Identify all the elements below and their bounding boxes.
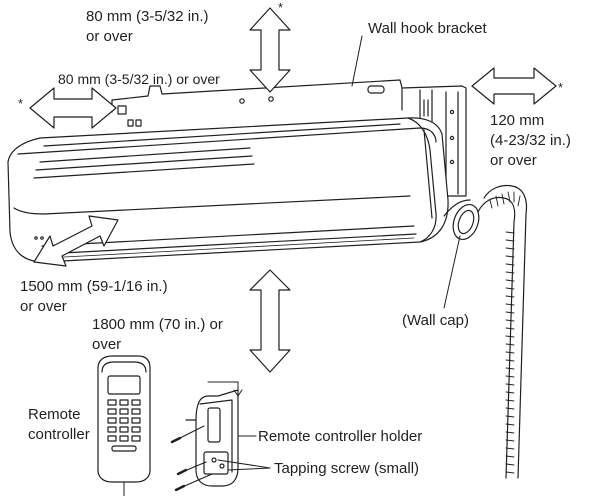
bottom-clearance-label-line1: 1800 mm (70 in.) or [92, 316, 223, 333]
asterisk-left: * [18, 96, 24, 111]
wall-cap-label: (Wall cap) [402, 312, 469, 329]
left-clearance-arrow [29, 87, 117, 129]
right-clearance-arrow [471, 67, 557, 105]
drain-pipe [443, 184, 528, 479]
asterisk-top: * [278, 0, 284, 15]
wall-hook-bracket-label: Wall hook bracket [368, 20, 487, 37]
front-clearance-label-line1: 1500 mm (59-1/16 in.) [20, 278, 168, 295]
remote-controller-holder-label: Remote controller holder [258, 428, 423, 445]
tapping-screw-label: Tapping screw (small) [274, 460, 420, 477]
remote-controller-label-line1: Remote [28, 406, 81, 423]
remote-controller-holder [170, 381, 271, 492]
top-clearance-label-line1: 80 mm (3-5/32 in.) [86, 8, 209, 25]
bottom-clearance-arrow [249, 269, 291, 373]
right-clearance-label-line1: 120 mm [490, 112, 545, 129]
indoor-unit [7, 117, 449, 263]
remote-controller-label-line2: controller [28, 426, 90, 443]
top-clearance-label-line2: or over [86, 28, 133, 45]
remote-controller [97, 355, 151, 496]
top-clearance-arrow [249, 7, 291, 93]
left-clearance-label: 80 mm (3-5/32 in.) or over [58, 71, 220, 87]
asterisk-right: * [558, 80, 564, 95]
right-clearance-label-line3: or over [490, 152, 537, 169]
front-clearance-arrow [33, 215, 119, 267]
front-clearance-label-line2: or over [20, 298, 67, 315]
bottom-clearance-label-line2: over [92, 336, 122, 353]
right-clearance-label-line2: (4-23/32 in.) [490, 132, 571, 149]
